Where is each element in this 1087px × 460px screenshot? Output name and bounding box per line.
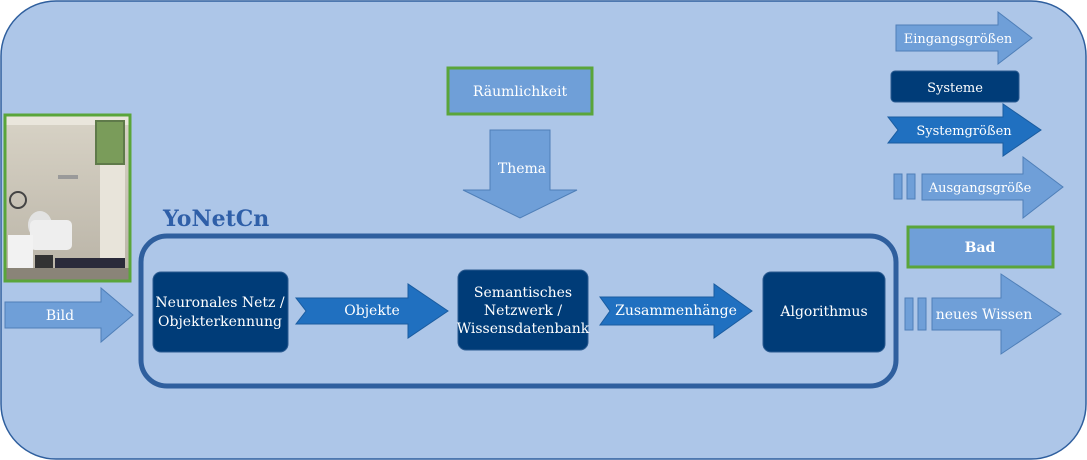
photo-frame bbox=[3, 113, 132, 283]
semantisches-netzwerk-line-3: Wissensdatenbank bbox=[457, 321, 590, 337]
bathroom-photo bbox=[5, 115, 130, 281]
bad-label: Bad bbox=[965, 240, 996, 256]
legend-eingangsgroessen-label: Eingangsgrößen bbox=[904, 32, 1013, 47]
legend-ausgangsgroesse-bar-2 bbox=[906, 173, 916, 200]
thema-label: Thema bbox=[498, 161, 546, 177]
neuronales-netz-line-1: Neuronales Netz / bbox=[155, 295, 284, 311]
algorithmus-label: Algorithmus bbox=[779, 304, 867, 320]
thema-arrow bbox=[462, 129, 578, 219]
semantisches-netzwerk-line-2: Netzwerk / bbox=[484, 303, 562, 319]
legend-systemgroessen-arrow bbox=[886, 103, 1042, 157]
legend-ausgangsgroesse-arrow bbox=[921, 156, 1064, 220]
objekte-label: Objekte bbox=[344, 303, 399, 319]
semantisches-netzwerk-box bbox=[457, 269, 589, 351]
legend-eingangsgroessen-arrow bbox=[895, 10, 1033, 66]
legend-systeme-label: Systeme bbox=[927, 81, 983, 96]
raeumlichkeit-box bbox=[446, 66, 594, 116]
bild-arrow bbox=[4, 286, 134, 344]
legend-ausgangsgroesse-label: Ausgangsgröße bbox=[928, 181, 1032, 196]
neues-wissen-bar-2 bbox=[917, 297, 927, 331]
algorithmus-box bbox=[762, 271, 886, 353]
bad-box bbox=[906, 225, 1055, 269]
yonetcn-container bbox=[138, 233, 899, 389]
neuronales-netz-box bbox=[152, 271, 289, 353]
bild-label: Bild bbox=[46, 308, 74, 324]
yonetcn-title: YoNetCn bbox=[162, 206, 269, 232]
raeumlichkeit-label: Räumlichkeit bbox=[473, 84, 568, 100]
semantisches-netzwerk-line-1: Semantisches bbox=[474, 285, 572, 301]
zusammenhaenge-arrow bbox=[599, 283, 753, 339]
objekte-arrow bbox=[294, 283, 449, 339]
neues-wissen-bar-1 bbox=[904, 297, 914, 331]
neuronales-netz-line-2: Objekterkennung bbox=[158, 314, 282, 330]
neues-wissen-arrow bbox=[931, 273, 1062, 355]
legend-systeme-box bbox=[890, 70, 1020, 103]
zusammenhaenge-label: Zusammenhänge bbox=[615, 303, 737, 319]
legend-ausgangsgroesse-bar-1 bbox=[893, 173, 903, 200]
legend-systemgroessen-label: Systemgrößen bbox=[916, 124, 1012, 139]
neues-wissen-label: neues Wissen bbox=[936, 307, 1033, 323]
